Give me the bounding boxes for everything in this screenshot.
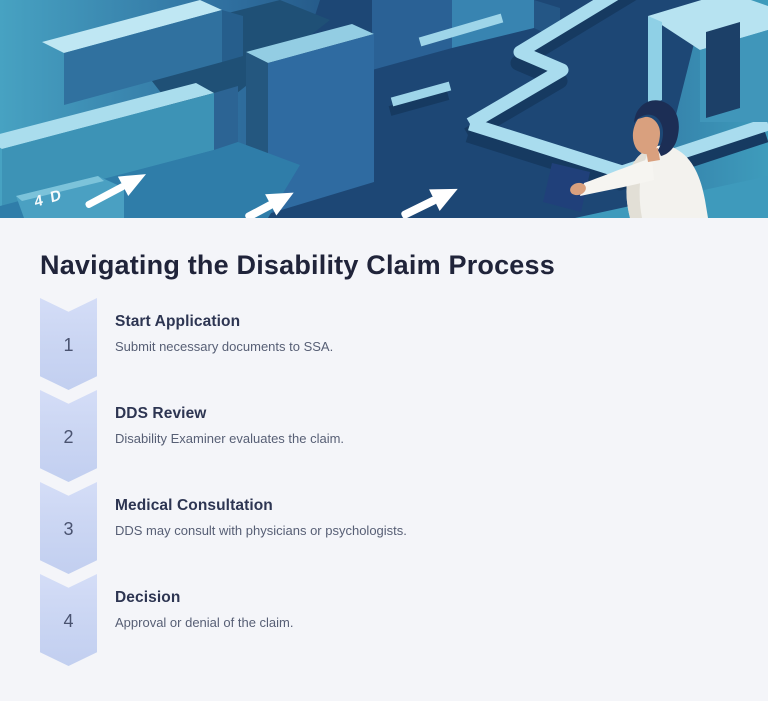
- step-badge-chevron: 4: [40, 574, 97, 666]
- person-figure: [543, 100, 708, 218]
- step-item-4: 4 Decision Approval or denial of the cla…: [40, 574, 768, 666]
- step-badge-chevron: 2: [40, 390, 97, 482]
- step-text: Start Application Submit necessary docum…: [115, 298, 333, 354]
- maze-illustration: [0, 0, 768, 218]
- person-hair: [634, 100, 679, 156]
- step-item-3: 3 Medical Consultation DDS may consult w…: [40, 482, 768, 574]
- document-panel: [543, 163, 590, 212]
- direction-arrow-icons: [85, 174, 458, 218]
- step-text: DDS Review Disability Examiner evaluates…: [115, 390, 344, 446]
- step-title: Start Application: [115, 313, 241, 330]
- step-number: 3: [63, 518, 74, 539]
- step-badge-chevron: 3: [40, 482, 97, 574]
- step-text: Medical Consultation DDS may consult wit…: [115, 482, 407, 538]
- hero-illustration: 4 D: [0, 0, 768, 218]
- step-item-2: 2 DDS Review Disability Examiner evaluat…: [40, 390, 768, 482]
- step-number: 1: [63, 334, 74, 355]
- infographic-page: 4 D Navigating the Disability Claim Proc…: [0, 0, 768, 666]
- person-face: [632, 116, 660, 155]
- step-badge-chevron: 1: [40, 298, 97, 390]
- step-description: DDS may consult with physicians or psych…: [115, 523, 407, 538]
- step-text: Decision Approval or denial of the claim…: [115, 574, 293, 630]
- step-number: 2: [63, 426, 74, 447]
- step-title: Decision: [115, 589, 181, 606]
- step-item-1: 1 Start Application Submit necessary doc…: [40, 298, 768, 390]
- step-description: Disability Examiner evaluates the claim.: [115, 431, 345, 446]
- person-hand: [570, 182, 586, 196]
- maze-walls: [0, 0, 768, 218]
- step-title: DDS Review: [115, 405, 207, 422]
- step-description: Approval or denial of the claim.: [115, 615, 294, 630]
- person-arm: [580, 158, 654, 196]
- step-number: 4: [63, 610, 74, 631]
- page-title: Navigating the Disability Claim Process: [40, 250, 555, 280]
- step-description: Submit necessary documents to SSA.: [115, 339, 334, 354]
- steps-list: 1 Start Application Submit necessary doc…: [0, 298, 768, 666]
- step-title: Medical Consultation: [115, 497, 273, 514]
